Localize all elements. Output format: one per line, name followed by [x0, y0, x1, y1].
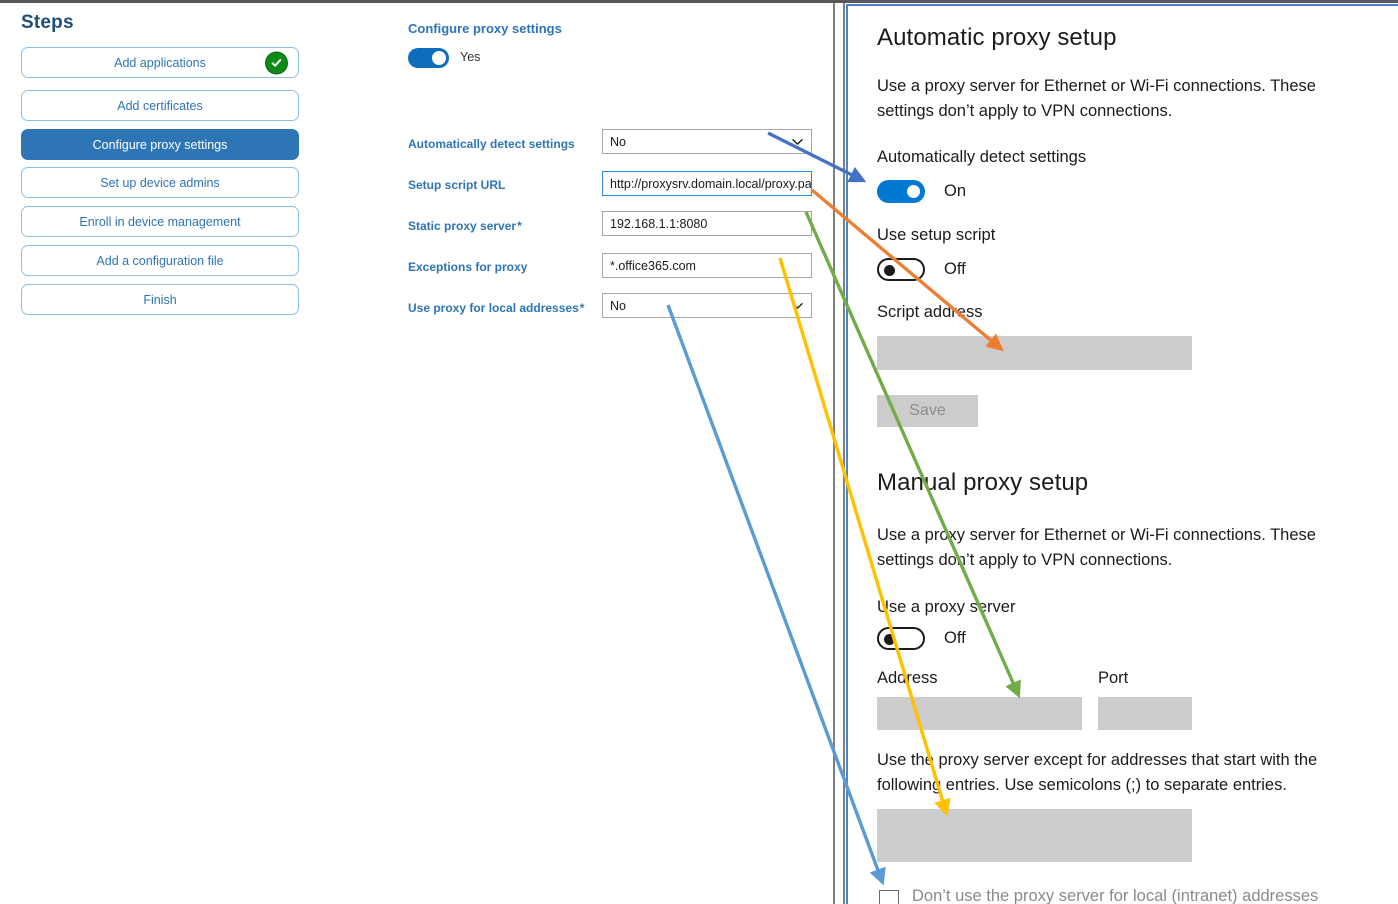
configure-proxy-settings-toggle[interactable] — [408, 48, 449, 68]
automatic-proxy-setup-description: Use a proxy server for Ethernet or Wi-Fi… — [877, 77, 1316, 120]
automatically-detect-settings-label: Automatically detect settings — [877, 148, 1087, 166]
address-input[interactable] — [877, 697, 1082, 730]
manual-proxy-setup-description: Use a proxy server for Ethernet or Wi-Fi… — [877, 526, 1316, 569]
sidebar-item-add-applications[interactable]: Add applications — [21, 47, 299, 78]
port-label: Port — [1098, 669, 1129, 687]
required-marker: * — [516, 219, 522, 233]
port-input[interactable] — [1098, 697, 1192, 730]
script-address-label: Script address — [877, 303, 983, 321]
required-marker: * — [578, 301, 585, 315]
use-a-proxy-server-state: Off — [944, 629, 966, 647]
step-label: Add applications — [114, 55, 206, 70]
panel-divider-right — [843, 3, 845, 904]
use-setup-script-state: Off — [944, 260, 966, 278]
step-label: Enroll in device management — [79, 214, 241, 229]
address-label: Address — [877, 669, 938, 687]
sidebar-item-finish[interactable]: Finish — [21, 284, 299, 315]
bypass-local-addresses-label: Don’t use the proxy server for local (in… — [912, 887, 1319, 904]
automatic-proxy-setup-heading: Automatic proxy setup — [877, 24, 1117, 51]
toggle-knob — [884, 265, 895, 276]
steps-title: Steps — [21, 12, 74, 33]
step-label: Add a configuration file — [96, 253, 224, 268]
field-label-automatically-detect-settings: Automatically detect settings — [408, 137, 575, 151]
static-proxy-server-input[interactable]: 192.168.1.1:8080 — [602, 211, 812, 236]
chevron-down-icon — [792, 300, 803, 311]
toggle-knob — [432, 51, 446, 65]
proxy-exceptions-input[interactable] — [877, 809, 1192, 862]
field-label-use-proxy-for-local-addresses: Use proxy for local addresses * — [408, 301, 585, 315]
windows-proxy-settings-panel: Automatic proxy setup Use a proxy server… — [846, 4, 1398, 904]
toggle-knob — [884, 634, 895, 645]
chevron-down-icon — [792, 136, 803, 147]
configure-proxy-settings-toggle-label: Yes — [460, 50, 481, 64]
top-divider — [0, 0, 1398, 3]
field-label-setup-script-url: Setup script URL — [408, 178, 506, 192]
bypass-local-addresses-checkbox[interactable] — [879, 890, 899, 904]
sidebar-item-set-up-device-admins[interactable]: Set up device admins — [21, 167, 299, 198]
proxy-exceptions-description: Use the proxy server except for addresse… — [877, 751, 1318, 794]
setup-script-url-input[interactable]: http://proxysrv.domain.local/proxy.pa — [602, 171, 812, 196]
use-proxy-for-local-addresses-select[interactable]: No — [602, 293, 812, 318]
field-label-static-proxy-server: Static proxy server * — [408, 219, 522, 233]
script-address-input[interactable] — [877, 336, 1192, 370]
form-title: Configure proxy settings — [408, 21, 562, 36]
use-a-proxy-server-toggle[interactable] — [877, 627, 925, 650]
sidebar-item-configure-proxy-settings[interactable]: Configure proxy settings — [21, 129, 299, 160]
windows-settings-content: Automatic proxy setup Use a proxy server… — [848, 6, 1396, 904]
input-value: http://proxysrv.domain.local/proxy.pa — [610, 176, 811, 191]
manual-proxy-setup-heading: Manual proxy setup — [877, 469, 1089, 496]
save-button[interactable]: Save — [877, 395, 978, 427]
automatically-detect-settings-select[interactable]: No — [602, 129, 812, 154]
use-a-proxy-server-label: Use a proxy server — [877, 598, 1016, 616]
step-label: Add certificates — [117, 98, 203, 113]
sidebar-item-enroll-in-device-management[interactable]: Enroll in device management — [21, 206, 299, 237]
automatically-detect-settings-toggle[interactable] — [877, 180, 925, 203]
input-value: 192.168.1.1:8080 — [610, 216, 708, 231]
select-value: No — [610, 298, 626, 313]
step-label: Set up device admins — [100, 175, 220, 190]
check-circle-icon — [265, 51, 288, 74]
input-value: *.office365.com — [610, 258, 696, 273]
use-setup-script-toggle[interactable] — [877, 258, 925, 281]
steps-panel: Steps Add applications Add certificates … — [0, 3, 332, 333]
select-value: No — [610, 134, 626, 149]
step-label: Finish — [143, 292, 177, 307]
step-label: Configure proxy settings — [92, 137, 228, 152]
sidebar-item-add-a-configuration-file[interactable]: Add a configuration file — [21, 245, 299, 276]
field-label-exceptions-for-proxy: Exceptions for proxy — [408, 260, 528, 274]
proxy-form-panel: Configure proxy settings Yes Automatical… — [395, 3, 835, 333]
sidebar-item-add-certificates[interactable]: Add certificates — [21, 90, 299, 121]
automatically-detect-settings-state: On — [944, 182, 967, 200]
exceptions-for-proxy-input[interactable]: *.office365.com — [602, 253, 812, 278]
toggle-knob — [907, 185, 920, 198]
use-setup-script-label: Use setup script — [877, 226, 996, 244]
